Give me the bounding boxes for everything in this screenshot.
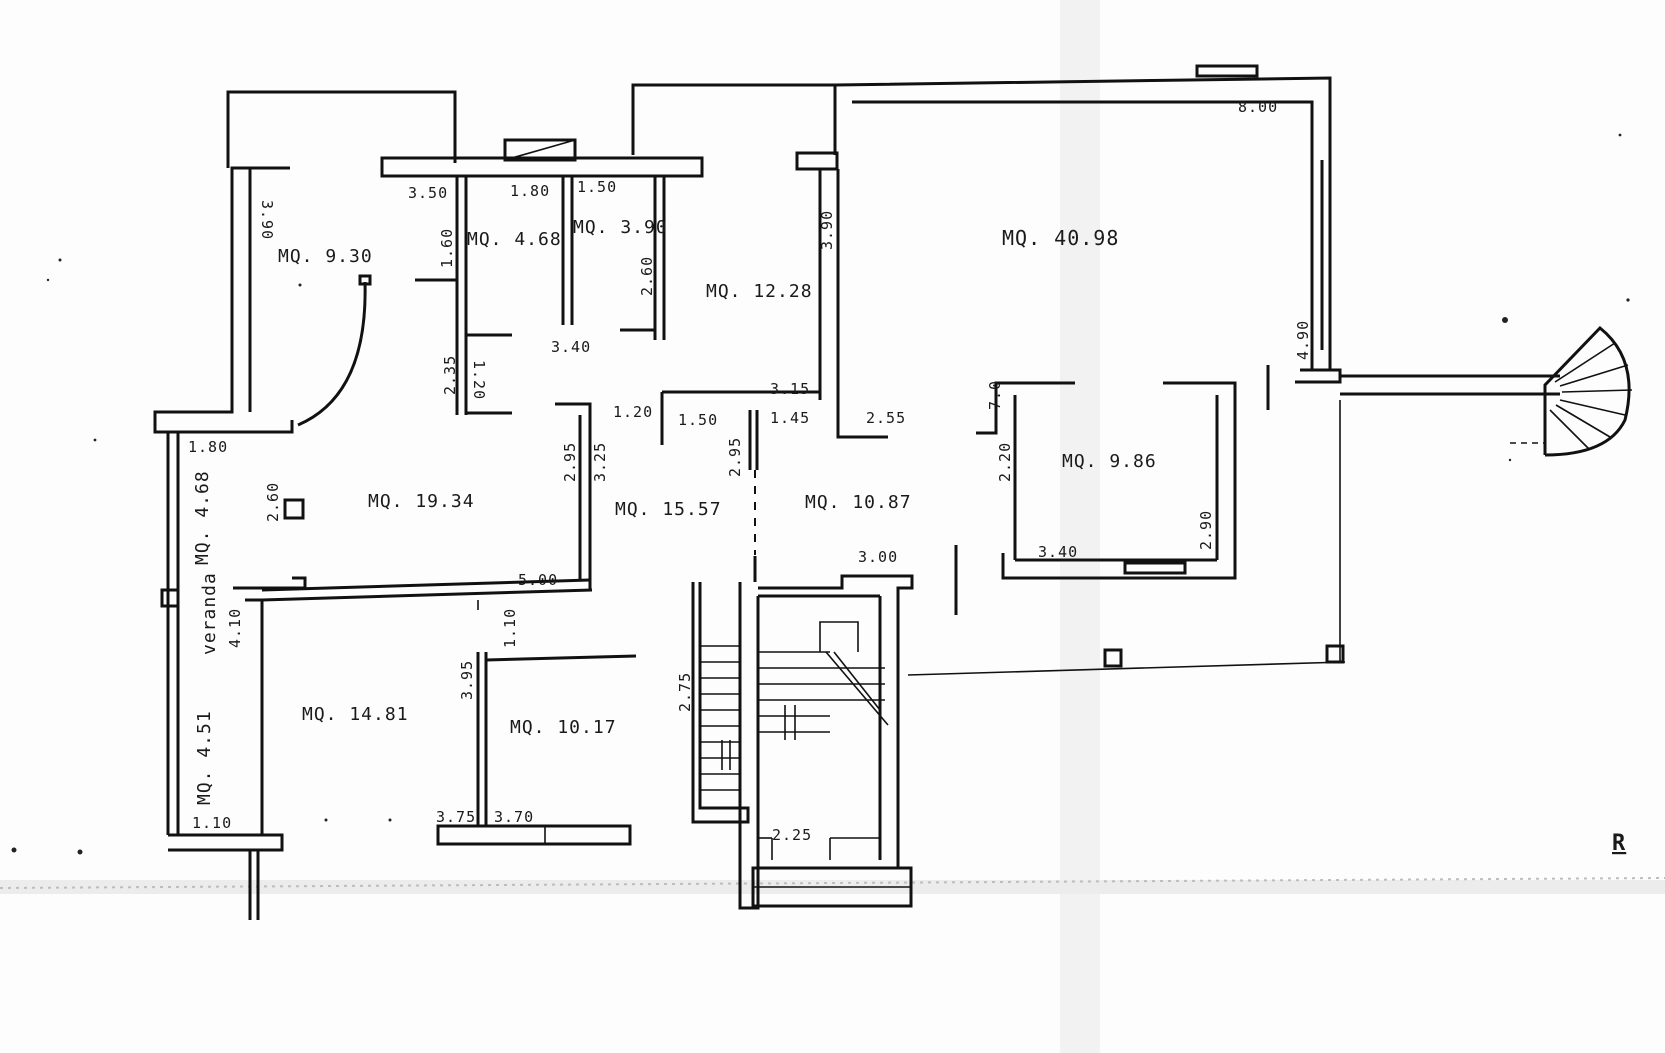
dimension: 1.45 (770, 409, 810, 427)
room-label: MQ. 9.30 (278, 246, 373, 267)
room-label: MQ. 19.34 (368, 491, 475, 512)
room-label: MQ. 10.17 (510, 717, 617, 738)
room-label: MQ. 10.87 (805, 492, 912, 513)
room-label: MQ. 4.68 (192, 470, 213, 565)
dimension: 4.90 (1294, 320, 1312, 360)
door-swing (297, 281, 367, 427)
dimension: 3.75 (436, 808, 476, 826)
room-label: MQ. 40.98 (1002, 226, 1119, 250)
dimension: 3.40 (551, 338, 591, 356)
room-label: MQ. 14.81 (302, 704, 409, 725)
dimension: 2.95 (561, 442, 579, 482)
dimension: 1.80 (510, 182, 550, 200)
dimension: 3.95 (458, 660, 476, 700)
dimension: 2.95 (726, 437, 744, 477)
dimension: 5.00 (518, 571, 558, 589)
stair-treads (700, 621, 889, 791)
dimension-labels: 3.50 1.80 1.50 3.90 1.60 2.60 3.90 8.00 … (188, 98, 1626, 856)
dimension: 1.10 (192, 814, 232, 832)
dimension: 4.10 (226, 608, 244, 648)
dimension: 2.55 (866, 409, 906, 427)
dimension: 2.75 (676, 672, 694, 712)
dimension: 1.20 (470, 360, 488, 400)
dimension: 2.20 (996, 442, 1014, 482)
dimension: 2.90 (1197, 510, 1215, 550)
dimension: 1.60 (438, 228, 456, 268)
room-label: MQ. 12.28 (706, 281, 813, 302)
dimension: 3.40 (1038, 543, 1078, 561)
dimension: 2.60 (638, 256, 656, 296)
room-label: MQ. 4.51 (194, 710, 215, 805)
room-label: MQ. 4.68 (467, 229, 562, 250)
dimension: 8.00 (1238, 98, 1278, 116)
veranda-label: veranda (199, 572, 220, 655)
dimension: 3.70 (494, 808, 534, 826)
dimension: R (1612, 831, 1626, 856)
dimension: 3.15 (770, 380, 810, 398)
dimension: 7.0 (986, 380, 1004, 410)
dimension: 2.60 (264, 482, 282, 522)
dimension: 1.50 (678, 411, 718, 429)
room-label: MQ. 9.86 (1062, 451, 1157, 472)
dimension: 1.50 (577, 178, 617, 196)
dimension: 3.25 (591, 442, 609, 482)
dimension: 2.35 (441, 355, 459, 395)
dimension: 3.50 (408, 184, 448, 202)
room-labels: MQ. 9.30 MQ. 4.68 MQ. 3.90 MQ. 12.28 MQ.… (192, 217, 1157, 805)
dimension: 3.90 (818, 210, 836, 250)
dimension: 1.20 (613, 403, 653, 421)
spiral-staircase (1510, 325, 1633, 457)
dimension: 3.90 (258, 200, 276, 240)
dimension: 3.00 (858, 548, 898, 566)
dimension: 1.80 (188, 438, 228, 456)
room-label: MQ. 3.90 (573, 217, 668, 238)
dimension: 2.25 (772, 826, 812, 844)
room-label: MQ. 15.57 (615, 499, 722, 520)
dimension: 1.10 (501, 608, 519, 648)
walls (153, 64, 1560, 920)
specks (11, 133, 1630, 855)
